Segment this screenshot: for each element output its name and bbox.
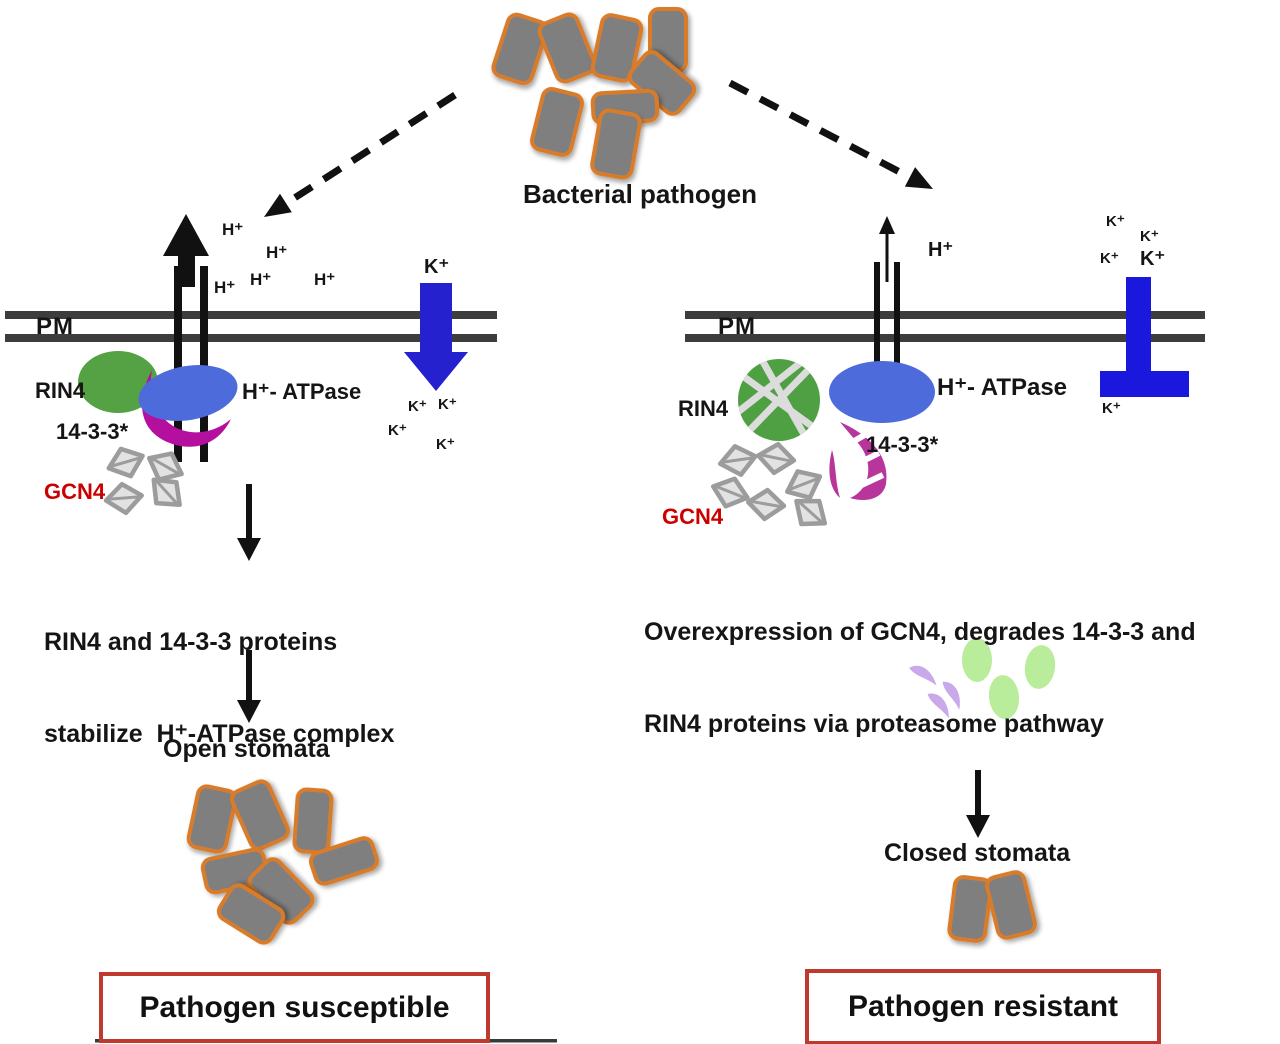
atpase-protein-right: [829, 361, 935, 423]
degraded-rin4-fragment: [988, 675, 1020, 719]
atpase-label-right: H⁺- ATPase: [937, 374, 1068, 401]
open-stomata-label: Open stomata: [163, 735, 330, 763]
atpase-label-left: H⁺- ATPase: [242, 379, 362, 404]
proton-ion-label: H⁺: [250, 270, 272, 289]
proton-ion-label: H⁺: [266, 243, 288, 262]
proton-channel-right: [874, 262, 900, 380]
bacterium: [216, 883, 286, 945]
gcn4-label-right: GCN4: [662, 504, 724, 529]
bacterium: [537, 12, 597, 84]
flow-arrow-left-1: [237, 484, 261, 561]
proton-ion-label: H⁺: [214, 278, 236, 297]
rin4-degrading-right: [738, 359, 820, 441]
ft33-protein-left: [142, 370, 231, 447]
ft33-label-right: 14-3-3*: [866, 432, 939, 457]
degraded-rin4-fragment: [1024, 645, 1056, 689]
bacterial-pathogen-cluster: [491, 7, 697, 180]
right-step-line2: RIN4 proteins via proteasome pathway: [644, 709, 1104, 738]
dashed-arrow-right: [728, 79, 933, 189]
rin4-protein-left: [78, 351, 158, 413]
gcn4-cluster-right: [709, 442, 834, 535]
proton-efflux-arrow-right: [879, 216, 895, 282]
k-channel-blocked-right: [1100, 277, 1189, 397]
flow-arrow-left-2: [237, 650, 261, 723]
plasma-membrane-right: [685, 311, 1205, 342]
potassium-ion-label: K⁺: [408, 398, 427, 415]
potassium-ion-label: K⁺: [438, 396, 457, 413]
closed-stomata-label: Closed stomata: [884, 839, 1071, 867]
rin4-label-left: RIN4: [35, 378, 86, 403]
degraded-rin4-fragment: [962, 638, 992, 682]
potassium-ion-label: K⁺: [1100, 250, 1119, 267]
bacterium: [947, 875, 993, 943]
dashed-arrow-left: [264, 92, 457, 217]
bacterium: [186, 784, 238, 854]
potassium-ion-label: K⁺: [1140, 228, 1159, 245]
gcn4-label-left: GCN4: [44, 479, 106, 504]
atpase-protein-left: [138, 365, 238, 421]
potassium-ion-label: K⁺: [1106, 213, 1125, 230]
bacterial-pathogen-label: Bacterial pathogen: [522, 179, 758, 209]
bacterium: [308, 836, 380, 886]
potassium-ion-label: K⁺: [1102, 400, 1121, 417]
right-step-text: Overexpression of GCN4, degrades 14-3-3 …: [644, 556, 1196, 800]
pathogen-susceptible-label: Pathogen susceptible: [139, 990, 450, 1024]
pathogen-resistant-box: Pathogen resistant: [805, 969, 1161, 1044]
pm-label-right: PM: [718, 313, 756, 340]
left-step-line2: stabilize H⁺-ATPase complex: [44, 719, 395, 748]
k-channel-arrow-left: [404, 283, 468, 391]
ft33-degrading-right: [829, 422, 887, 501]
bacterium: [230, 779, 290, 851]
bacterium: [530, 86, 584, 158]
bacterium: [292, 787, 334, 855]
pm-label-left: PM: [36, 313, 74, 340]
potassium-ion-label: K⁺: [1140, 248, 1165, 270]
pathogen-resistant-label: Pathogen resistant: [847, 990, 1119, 1023]
proton-channel-left: [174, 266, 208, 462]
open-stomata-cluster: [186, 779, 380, 945]
potassium-ion-label: K⁺: [424, 256, 449, 278]
plasma-membrane-left: [5, 311, 497, 342]
left-step-text: RIN4 and 14-3-3 proteins stabilize H⁺-AT…: [44, 566, 394, 810]
bacterium: [491, 12, 549, 86]
bacterium: [590, 13, 644, 83]
potassium-ion-label: K⁺: [436, 436, 455, 453]
pathogen-susceptible-box: Pathogen susceptible: [99, 972, 490, 1043]
right-step-line1: Overexpression of GCN4, degrades 14-3-3 …: [644, 618, 1196, 646]
left-step-line1: RIN4 and 14-3-3 proteins: [44, 628, 338, 656]
proton-ion-label: H⁺: [314, 270, 336, 289]
bacterium: [984, 870, 1038, 940]
proton-efflux-arrow-left: [163, 214, 209, 287]
flow-arrow-right: [966, 770, 990, 838]
proton-ion-label: H⁺: [222, 220, 244, 239]
closed-stomata-pair: [947, 870, 1038, 943]
proton-ion-label: H⁺: [928, 239, 953, 261]
bacterium: [590, 108, 642, 180]
rin4-label-right: RIN4: [678, 396, 729, 421]
ft33-label-left: 14-3-3*: [56, 419, 129, 444]
degraded-fragments: [909, 638, 1056, 719]
potassium-ion-label: K⁺: [388, 422, 407, 439]
